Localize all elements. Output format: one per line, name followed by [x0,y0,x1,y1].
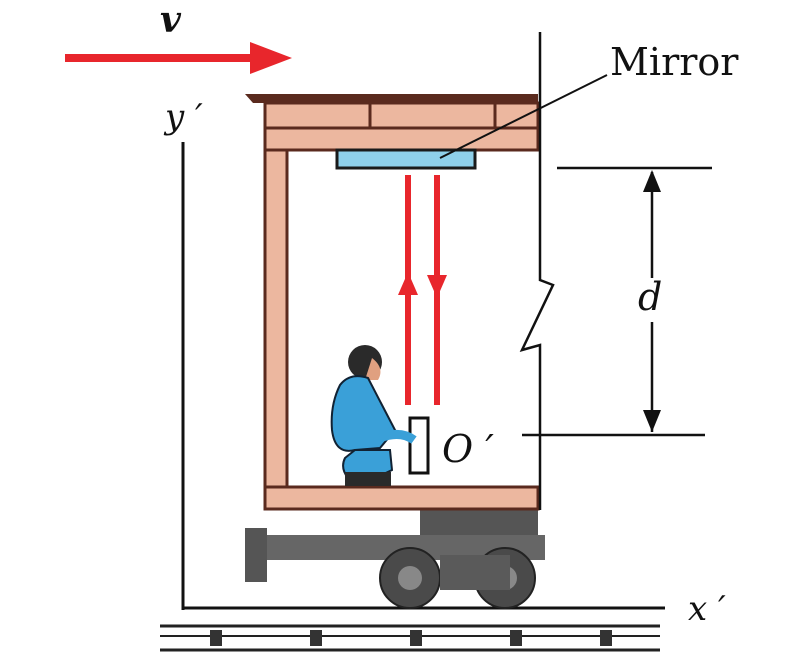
velocity-arrow [65,42,292,74]
distance-label: d [638,275,662,319]
ray-up [398,175,418,405]
velocity-label: v [160,0,182,41]
x-axis-label: x ′ [688,589,726,629]
mirror [335,148,477,170]
undercarriage [245,505,545,609]
y-axis-label: y ′ [163,97,203,137]
ray-down [427,175,447,405]
origin-label: O ′ [442,427,494,471]
mirror-label: Mirror [610,40,739,84]
crouching-observer-icon [330,345,417,486]
mirror-leader-line [439,74,608,159]
dimension-d [557,166,712,432]
light-source-icon [408,416,430,475]
rails [160,624,660,652]
